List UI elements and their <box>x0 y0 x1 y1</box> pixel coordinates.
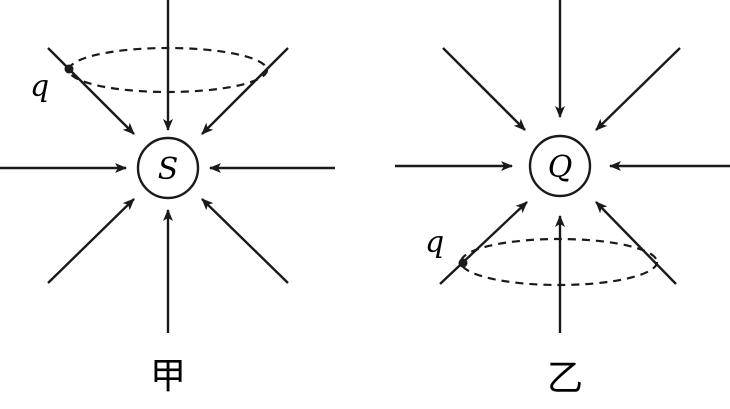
field-line-bottom-right <box>595 201 677 285</box>
test-charge-dot <box>458 258 468 268</box>
test-charge-dot <box>64 64 74 74</box>
field-line-top-right <box>201 47 289 135</box>
center-circle <box>528 134 592 198</box>
charge-label: q <box>425 225 444 260</box>
panel-yi: q Q 乙 <box>395 0 730 399</box>
field-line-bottom-left <box>47 198 135 284</box>
panel-jia: q S 甲 <box>0 0 335 397</box>
orbit-path <box>459 237 659 287</box>
field-line-top-right <box>595 47 681 131</box>
charge-label: q <box>30 69 49 104</box>
field-line-bottom-right <box>201 198 289 284</box>
field-line-top-left <box>442 47 526 131</box>
panel-caption: 乙 <box>547 358 583 399</box>
center-circle <box>136 136 200 200</box>
panel-caption: 甲 <box>150 356 186 397</box>
field-line-top-left <box>47 47 135 135</box>
center-label: S <box>158 152 179 187</box>
center-label: Q <box>548 150 573 185</box>
orbit-path <box>67 46 269 94</box>
field-line-bottom-left <box>439 201 528 285</box>
